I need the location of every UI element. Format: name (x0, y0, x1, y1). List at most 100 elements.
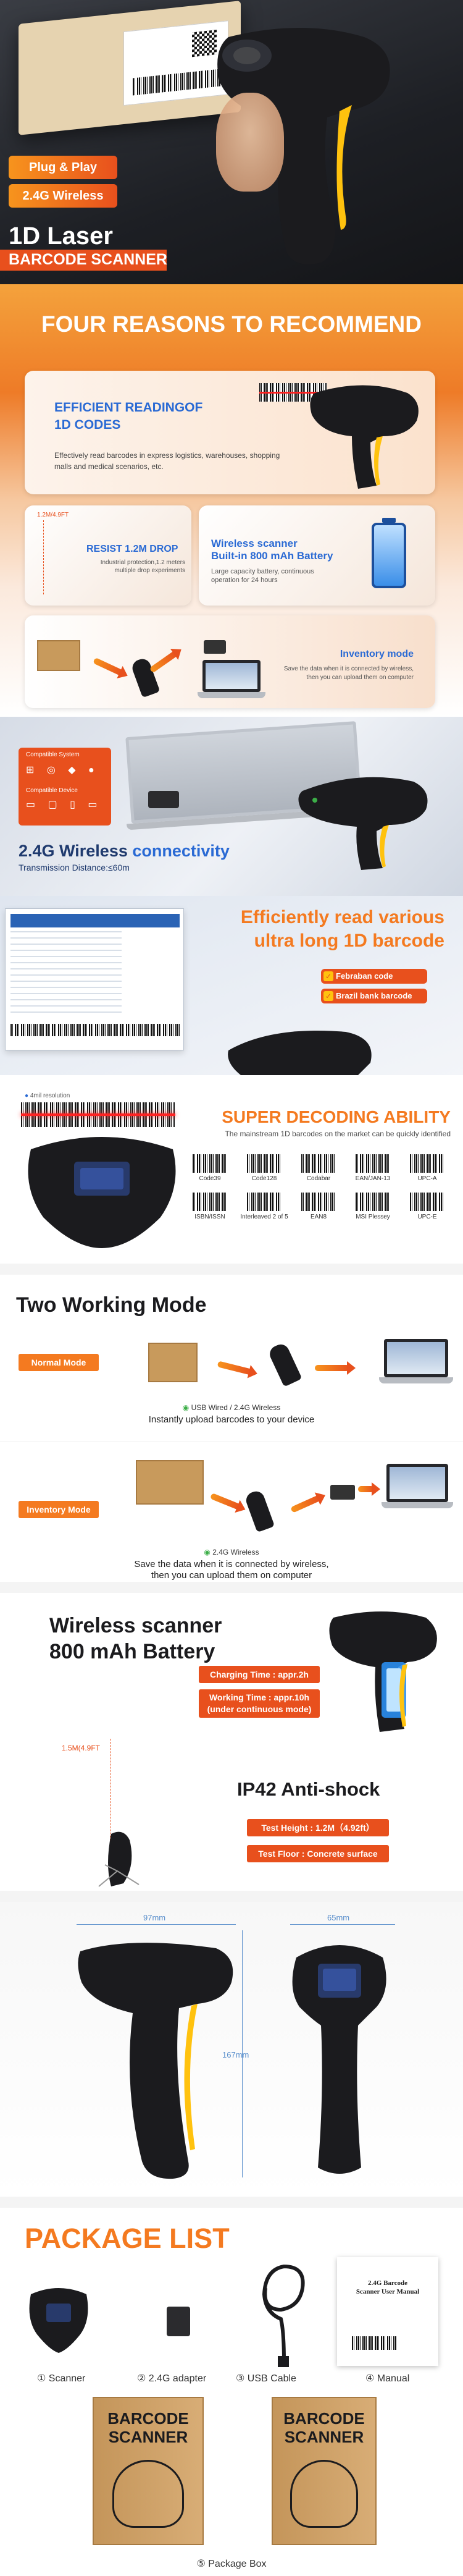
barcode-sample-image (410, 1154, 444, 1173)
manual-image: 2.4G Barcode Scanner User Manual (337, 2257, 438, 2366)
drop-title: RESIST 1.2M DROP (86, 544, 178, 554)
normal-arrow-1 (217, 1361, 252, 1375)
badge-wireless: 2.4G Wireless (9, 184, 117, 208)
battery-cap (382, 518, 396, 523)
scanner-hero-image (217, 28, 390, 264)
card-efficient-reading: EFFICIENT READINGOF 1D CODES Effectively… (25, 371, 435, 494)
connectivity-title: 2.4G Wireless connectivity (19, 842, 230, 861)
barcode-sample-image (410, 1193, 444, 1211)
working-mode-title: Two Working Mode (16, 1293, 207, 1317)
normal-desc: Instantly upload barcodes to your device (148, 1414, 315, 1425)
inventory-laptop-2 (382, 1464, 453, 1508)
inventory-conn-text: 2.4G Wireless (212, 1548, 259, 1556)
barcode-sample: Codabar (294, 1154, 343, 1189)
battery-title-1: Wireless scanner (211, 538, 298, 549)
hero-subtitle (0, 250, 167, 271)
drop-guide-line (43, 520, 44, 594)
hero-title: 1D Laser (9, 222, 113, 250)
normal-conn-text: USB Wired / 2.4G Wireless (191, 1403, 281, 1412)
front-view-scanner (292, 1945, 386, 2174)
decoding-scanner-image (28, 1137, 176, 1248)
ip42-title: IP42 Anti-shock (237, 1778, 380, 1800)
barcode-sample: UPC-A (403, 1154, 452, 1189)
document-image (5, 908, 184, 1050)
barcode-sample-label: MSI Plessey (356, 1214, 390, 1220)
tag-brazil-label: Brazil bank barcode (336, 991, 412, 1000)
long-barcode-title-2: ultra long 1D barcode (254, 931, 444, 951)
working-time-1: Working Time : appr.10h (209, 1692, 310, 1702)
efficient-desc: Effectively read barcodes in express log… (54, 451, 280, 471)
barcode-sample-label: EAN8 (310, 1214, 327, 1220)
decoding-laser (21, 1113, 175, 1116)
inventory-arrow-3 (209, 1492, 241, 1511)
barcode-sample-label: UPC-A (417, 1175, 437, 1182)
decoding-section: ● 4mil resolution SUPER DECODING ABILITY… (0, 1081, 463, 1254)
resolution-label: ● 4mil resolution (25, 1092, 70, 1099)
box-1-scanner-sketch (112, 2460, 184, 2528)
manual-title-2: Scanner User Manual (356, 2288, 420, 2295)
connectivity-title-accent: connectivity (132, 842, 230, 860)
package-box-label: ⑤ Package Box (196, 2559, 267, 2569)
width-line-left (77, 1924, 236, 1925)
tag-febraban-icon: ✓ (323, 971, 333, 981)
barcode-sample-label: EAN/JAN-13 (355, 1175, 391, 1182)
inventory-laptop (198, 660, 265, 698)
normal-arrow-2 (315, 1361, 356, 1375)
inventory-boxes-2 (136, 1460, 204, 1505)
four-reasons-section: FOUR REASONS TO RECOMMEND EFFICIENT READ… (0, 284, 463, 717)
normal-mode-label: Normal Mode (19, 1354, 99, 1371)
inventory-conn: ◉ 2.4G Wireless (204, 1548, 259, 1556)
battery-title-2: Built-in 800 mAh Battery (211, 550, 333, 562)
barcode-sample: Code39 (185, 1154, 235, 1189)
document-lines (10, 931, 122, 1018)
normal-scanner (267, 1341, 302, 1387)
normal-conn: ◉ USB Wired / 2.4G Wireless (182, 1403, 281, 1412)
long-barcode-scanner-image (228, 1031, 372, 1075)
package-cable-image (262, 2264, 305, 2367)
hero-subtitle-text: BARCODE SCANNER (9, 251, 167, 268)
barcode-sample: Code128 (240, 1154, 289, 1189)
height: 167mm (222, 2050, 249, 2059)
battery-section: Wireless scanner 800 mAh Battery Chargin… (0, 1582, 463, 1891)
width-right: 65mm (327, 1913, 350, 1922)
inventory-boxes (37, 640, 80, 671)
battery-desc: Large capacity battery, continuous opera… (211, 568, 314, 584)
inventory-desc-1: Save the data when it is connected by wi… (134, 1559, 329, 1569)
inventory-arrow-5 (358, 1482, 380, 1496)
hand-illustration (216, 93, 284, 192)
long-barcode-section: Efficiently read various ultra long 1D b… (0, 896, 463, 1075)
laser-beam (259, 392, 327, 394)
working-mode-section: Two Working Mode Normal Mode ◉ USB Wired… (0, 1264, 463, 1582)
connectivity-distance: Transmission Distance:≤60m (19, 863, 130, 872)
resolution-text: 4mil resolution (30, 1092, 70, 1099)
drop-height-label: 1.2M/4.9FT (37, 512, 69, 518)
manual-barcode (352, 2336, 396, 2350)
drop-height-label-2: 1.5M(4.9FT (62, 1744, 101, 1752)
card-drop: 1.2M/4.9FT RESIST 1.2M DROP Industrial p… (25, 505, 191, 606)
box-1-text-2: SCANNER (108, 2428, 188, 2446)
tag-febraban-label: Febraban code (336, 971, 393, 981)
height-line (242, 1930, 243, 2177)
document-long-barcode (10, 1024, 180, 1036)
width-line-right (290, 1924, 395, 1925)
package-box-1: BARCODE SCANNER (93, 2397, 204, 2545)
inventory-arrow-1 (93, 657, 123, 677)
barcode-sample-label: Codabar (306, 1175, 331, 1182)
box-1-text-1: BARCODE (107, 2409, 189, 2428)
package-item-scanner: ① Scanner (37, 2373, 86, 2384)
efficient-title-2: 1D CODES (54, 418, 121, 432)
drop-desc: Industrial protection,1.2 meters multipl… (100, 559, 185, 574)
inventory-desc-2: then you can upload them on computer (151, 1570, 312, 1581)
barcode-sample: ISBN/ISSN (185, 1193, 235, 1227)
working-time: Working Time : appr.10h (under continuou… (199, 1689, 320, 1718)
barcode-sample: MSI Plessey (348, 1193, 398, 1227)
hero-section: Plug & Play 2.4G Wireless 1D Laser BARCO… (0, 0, 463, 284)
package-section: PACKAGE LIST 2.4G Barcode Scanner User M… (0, 2197, 463, 2576)
package-scanner-image (29, 2288, 88, 2353)
dimensions-section: 97mm 65mm 167mm (0, 1891, 463, 2197)
inventory-arrow-4 (290, 1495, 321, 1513)
barcode-sample-label: Code128 (251, 1175, 277, 1182)
compatible-system-label: Compatible System (26, 751, 80, 758)
inventory-usb-dongle (204, 640, 226, 654)
